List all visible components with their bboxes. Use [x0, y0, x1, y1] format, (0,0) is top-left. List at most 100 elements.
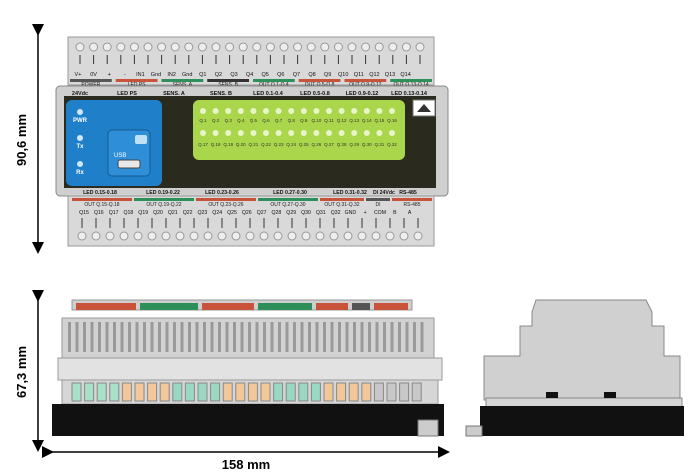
terminal-slot[interactable]	[71, 382, 82, 402]
screw-icon[interactable]	[385, 231, 395, 241]
screw-icon[interactable]	[371, 231, 381, 241]
terminal-slot[interactable]	[348, 382, 359, 402]
screw-icon[interactable]	[245, 231, 255, 241]
screw-icon[interactable]	[287, 231, 297, 241]
screw-icon[interactable]	[273, 231, 283, 241]
top-terminal-label: Q10	[338, 72, 348, 78]
terminal-slot[interactable]	[121, 382, 132, 402]
bottom-view-terminals	[71, 382, 422, 402]
screw-icon[interactable]	[301, 231, 311, 241]
screw-icon[interactable]	[413, 231, 423, 241]
screw-icon[interactable]	[320, 42, 330, 52]
terminal-slot[interactable]	[147, 382, 158, 402]
screw-icon[interactable]	[347, 42, 357, 52]
screw-icon[interactable]	[225, 42, 235, 52]
screw-icon[interactable]	[357, 231, 367, 241]
screw-icon[interactable]	[401, 42, 411, 52]
terminal-slot[interactable]	[197, 382, 208, 402]
screw-icon[interactable]	[102, 42, 112, 52]
screw-icon[interactable]	[374, 42, 384, 52]
screw-icon[interactable]	[157, 42, 167, 52]
top-terminal-label: +	[108, 72, 111, 78]
vent-slot	[383, 322, 386, 352]
screw-icon[interactable]	[175, 231, 185, 241]
screw-icon[interactable]	[116, 42, 126, 52]
screw-icon[interactable]	[217, 231, 227, 241]
screw-icon[interactable]	[361, 42, 371, 52]
screw-icon[interactable]	[197, 42, 207, 52]
screw-icon[interactable]	[329, 231, 339, 241]
screw-icon[interactable]	[333, 42, 343, 52]
led-label: Q.7	[275, 118, 283, 123]
bottom-terminal-label: +	[364, 210, 367, 216]
terminal-slot[interactable]	[159, 382, 170, 402]
vent-slot	[263, 322, 266, 352]
screw-icon[interactable]	[388, 42, 398, 52]
screw-icon[interactable]	[119, 231, 129, 241]
terminal-slot[interactable]	[336, 382, 347, 402]
terminal-slot[interactable]	[399, 382, 410, 402]
screw-icon[interactable]	[189, 231, 199, 241]
terminal-slot[interactable]	[386, 382, 397, 402]
screw-icon[interactable]	[279, 42, 289, 52]
screw-icon[interactable]	[293, 42, 303, 52]
screw-icon[interactable]	[265, 42, 275, 52]
terminal-slot[interactable]	[411, 382, 422, 402]
led-icon	[363, 130, 370, 136]
usb-port-icon[interactable]	[117, 159, 141, 169]
screw-icon[interactable]	[203, 231, 213, 241]
led-label: Q.5	[250, 118, 258, 123]
terminal-slot[interactable]	[323, 382, 334, 402]
screw-icon[interactable]	[238, 42, 248, 52]
led-label: Q.15	[375, 118, 385, 123]
screw-icon[interactable]	[105, 231, 115, 241]
screw-icon[interactable]	[252, 42, 262, 52]
screw-icon[interactable]	[170, 42, 180, 52]
screw-icon[interactable]	[343, 231, 353, 241]
vent-slot	[300, 322, 304, 352]
terminal-slot[interactable]	[184, 382, 195, 402]
terminal-slot[interactable]	[298, 382, 309, 402]
terminal-slot[interactable]	[373, 382, 384, 402]
screw-icon[interactable]	[129, 42, 139, 52]
vent-slot	[75, 322, 79, 352]
screw-icon[interactable]	[75, 42, 85, 52]
screw-icon[interactable]	[315, 231, 325, 241]
button-icon[interactable]	[135, 135, 147, 144]
vent-slot	[338, 322, 341, 352]
terminal-slot[interactable]	[361, 382, 372, 402]
screw-icon[interactable]	[77, 231, 87, 241]
terminal-slot[interactable]	[310, 382, 321, 402]
terminal-slot[interactable]	[210, 382, 221, 402]
terminal-slot[interactable]	[247, 382, 258, 402]
top-terminal-label: Q13	[385, 72, 395, 78]
terminal-slot[interactable]	[172, 382, 183, 402]
screw-icon[interactable]	[133, 231, 143, 241]
terminal-slot[interactable]	[109, 382, 120, 402]
screw-icon[interactable]	[306, 42, 316, 52]
screw-icon[interactable]	[147, 231, 157, 241]
top-terminal-block	[67, 36, 435, 86]
screw-icon[interactable]	[143, 42, 153, 52]
terminal-slot[interactable]	[285, 382, 296, 402]
terminal-slot[interactable]	[260, 382, 271, 402]
led-label: Q.26	[312, 142, 322, 147]
terminal-slot[interactable]	[84, 382, 95, 402]
terminal-slot[interactable]	[222, 382, 233, 402]
screw-icon[interactable]	[89, 42, 99, 52]
screw-icon[interactable]	[211, 42, 221, 52]
bottom-band-stripe	[196, 198, 256, 201]
screw-icon[interactable]	[91, 231, 101, 241]
terminal-slot[interactable]	[235, 382, 246, 402]
terminal-slot[interactable]	[134, 382, 145, 402]
screw-icon[interactable]	[231, 231, 241, 241]
status-led-label: PWR	[73, 118, 88, 124]
vent-slot	[285, 322, 289, 352]
screw-icon[interactable]	[399, 231, 409, 241]
terminal-slot[interactable]	[273, 382, 284, 402]
screw-icon[interactable]	[184, 42, 194, 52]
terminal-slot[interactable]	[96, 382, 107, 402]
screw-icon[interactable]	[161, 231, 171, 241]
screw-icon[interactable]	[415, 42, 425, 52]
screw-icon[interactable]	[259, 231, 269, 241]
